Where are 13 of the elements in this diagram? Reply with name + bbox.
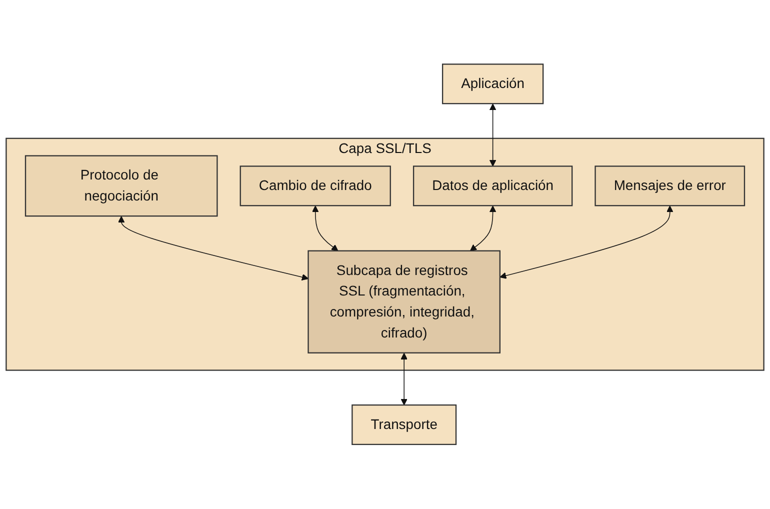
arrow xyxy=(500,206,674,280)
node-box: Aplicación xyxy=(442,64,544,104)
node-box: Transporte xyxy=(352,404,457,446)
node-box: Mensajes de error xyxy=(594,166,746,206)
node-box: Protocolo de negociación xyxy=(24,155,218,217)
arrow xyxy=(470,206,496,252)
arrow xyxy=(489,104,496,167)
node-box: Subcapa de registros SSL (fragmentación, compresión, integridad, cifrado) xyxy=(308,250,500,354)
arrow xyxy=(400,353,408,406)
node-box: Datos de aplicación xyxy=(412,166,573,206)
arrow xyxy=(312,206,338,252)
arrow xyxy=(118,216,309,281)
node-box: Cambio de cifrado xyxy=(240,166,391,206)
